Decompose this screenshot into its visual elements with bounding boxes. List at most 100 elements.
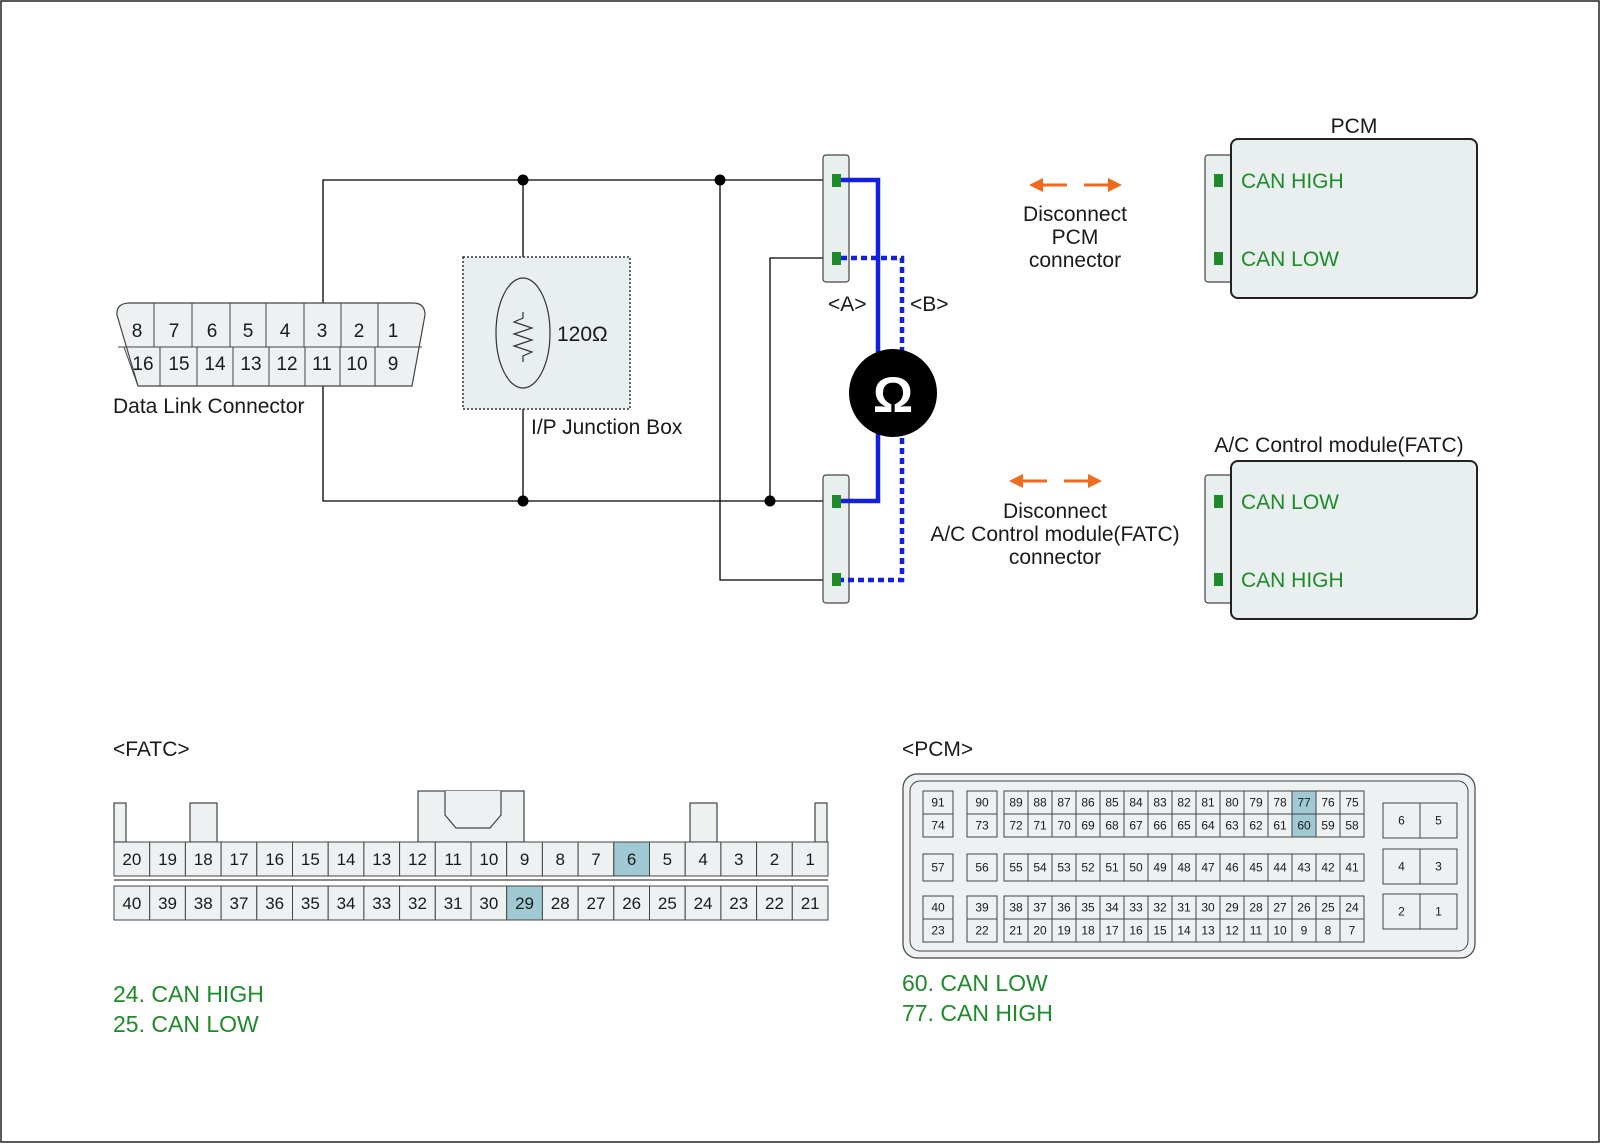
disconnect-pcm: Disconnect PCM connector — [1023, 178, 1127, 272]
pcm-pin-label: 40 — [931, 901, 945, 915]
dlc-pin-label: 3 — [317, 321, 328, 342]
pcm-pin-label: 23 — [931, 924, 945, 938]
pcm-pin-label: 52 — [1081, 861, 1095, 875]
fatc-pin-label: 25 — [658, 894, 677, 913]
disconnect-arrows-icon — [1009, 474, 1102, 488]
ohm-symbol: Ω — [873, 367, 913, 423]
pcm-pin-label: 89 — [1009, 796, 1023, 810]
pcm-pin-label: 54 — [1033, 861, 1047, 875]
fatc-pin-label: 18 — [194, 850, 213, 869]
pin-terminal — [832, 573, 841, 586]
dlc-pin-label: 4 — [280, 321, 291, 342]
pcm-pin-label: 75 — [1345, 796, 1359, 810]
disconnect-pcm-line3: connector — [1029, 249, 1121, 272]
fatc-pin-label: 3 — [734, 850, 743, 869]
pcm-pin-cell — [1339, 918, 1365, 943]
pcm-pin-label: 2 — [1398, 905, 1405, 919]
fatc-pin-cell — [399, 841, 436, 877]
dlc-pin-label: 10 — [346, 354, 367, 375]
fatc-pin-label: 1 — [805, 850, 814, 869]
pcm-pin-label: 61 — [1273, 819, 1287, 833]
pcm-pin-label: 82 — [1177, 796, 1191, 810]
pcm-pin-cell — [966, 918, 998, 943]
pcm-module: PCM CAN HIGH CAN LOW — [1204, 115, 1478, 299]
fatc-pin-label: 8 — [556, 850, 565, 869]
pcm-pin-cell — [966, 853, 998, 882]
fatc-pin-label: 39 — [158, 894, 177, 913]
fatc-pin-label: 4 — [698, 850, 707, 869]
fatc-pin-cell — [434, 885, 472, 921]
harness-connector-fatc-side — [822, 474, 850, 604]
disconnect-arrows-icon — [1029, 178, 1122, 192]
fatc-pin-cell — [434, 841, 472, 877]
pin-terminal — [832, 252, 841, 265]
fatc-pin-cell — [399, 885, 436, 921]
pcm-pin-label: 42 — [1321, 861, 1335, 875]
pcm-pin-label: 85 — [1105, 796, 1119, 810]
pcm-pin-label: 18 — [1081, 924, 1095, 938]
pcm-pin-label: 22 — [975, 924, 989, 938]
fatc-pin-label: 28 — [551, 894, 570, 913]
pcm-pin-label: 31 — [1177, 901, 1191, 915]
probe-leads — [841, 177, 905, 583]
pcm-pin-label: 65 — [1177, 819, 1191, 833]
pcm-pin-label: 91 — [931, 796, 945, 810]
pcm-pin-cell — [922, 918, 954, 943]
fatc-pin-cell — [327, 885, 365, 921]
pcm-pin-label: 77 — [1297, 796, 1311, 810]
fatc-pin-label: 22 — [765, 894, 784, 913]
junction-dot — [714, 174, 726, 186]
fatc-pin-label: 13 — [372, 850, 391, 869]
pcm-pin-label: 62 — [1249, 819, 1263, 833]
pcm-pin-label: 8 — [1325, 924, 1332, 938]
pcm-pin-label: 27 — [1273, 901, 1287, 915]
pcm-pin-cell — [1419, 848, 1458, 885]
junction-box-body — [462, 256, 631, 410]
pcm-pin-label: 80 — [1225, 796, 1239, 810]
fatc-connector-outline — [113, 790, 828, 843]
dlc-pin-label: 12 — [276, 354, 297, 375]
pcm-pin-label: 14 — [1177, 924, 1191, 938]
pcm-connector-label: <PCM> — [902, 738, 973, 761]
connector-housing — [822, 474, 850, 604]
pcm-pin-label: 35 — [1081, 901, 1095, 915]
pcm-pin-label: 39 — [975, 901, 989, 915]
fatc-pin-cell — [113, 885, 151, 921]
pcm-pin-label: 25 — [1321, 901, 1335, 915]
ip-junction-box: 120Ω I/P Junction Box — [462, 256, 683, 439]
pcm-pin-label: 73 — [975, 819, 989, 833]
pcm-pin-cell — [1171, 853, 1197, 882]
pcm-pin-label: 71 — [1033, 819, 1047, 833]
fatc-pin-label: 11 — [444, 850, 462, 869]
pcm-pin-label: 1 — [1435, 905, 1442, 919]
pcm-pin-label: 87 — [1057, 796, 1071, 810]
connector-a-label: <A> — [828, 293, 867, 316]
fatc-pin-label: 40 — [122, 894, 141, 913]
fatc-connector-label: <FATC> — [113, 738, 190, 761]
pcm-pin-label: 56 — [975, 861, 989, 875]
pcm-pin-label: 60 — [1297, 819, 1311, 833]
pcm-pin-cell — [1339, 813, 1365, 838]
pcm-pin-label: 53 — [1057, 861, 1071, 875]
resistor-outline — [495, 277, 551, 389]
fatc-pin-cell — [327, 841, 365, 877]
pin-terminal — [832, 495, 841, 508]
pcm-pin-cell — [1003, 853, 1029, 882]
pcm-pin-label: 76 — [1321, 796, 1335, 810]
dlc-pin-label: 14 — [204, 354, 226, 375]
fatc-pin-label: 9 — [520, 850, 529, 869]
fatc-pin-label: 35 — [301, 894, 320, 913]
pcm-pin-cell — [1419, 893, 1458, 930]
fatc-pin-cell — [292, 885, 329, 921]
pcm-pin-label: 10 — [1273, 924, 1287, 938]
pcm-pin-label: 64 — [1201, 819, 1215, 833]
pcm-pin-label: 47 — [1201, 861, 1215, 875]
pcm-pin-label: 38 — [1009, 901, 1023, 915]
fatc-pin-label: 38 — [194, 894, 213, 913]
pcm-pin-label: 79 — [1249, 796, 1263, 810]
pcm-pin-label: 28 — [1249, 901, 1263, 915]
probe-lead-b-bottom — [841, 428, 905, 583]
pcm-pin-label: 12 — [1225, 924, 1239, 938]
